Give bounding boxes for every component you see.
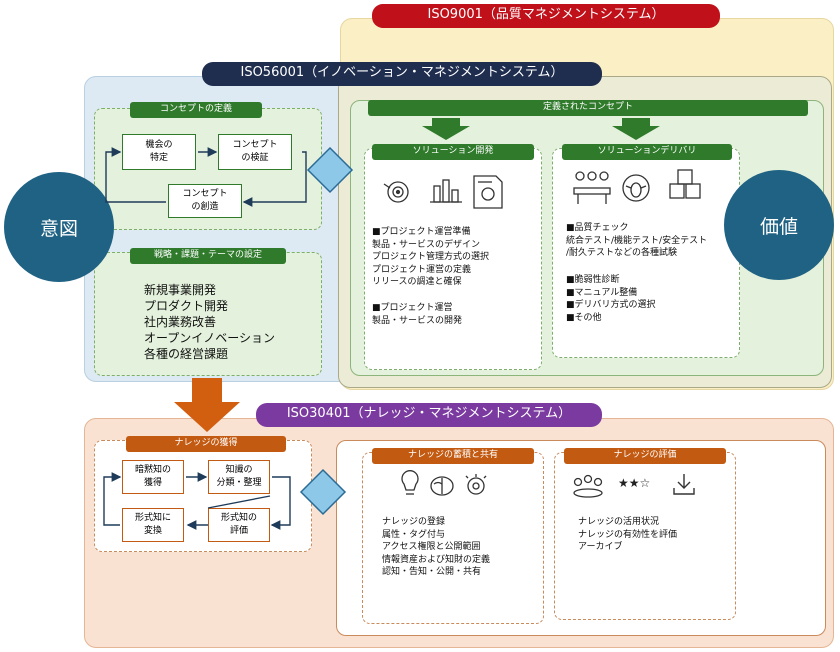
solution-delivery-text-1: ■品質チェック 統合テスト/機能テスト/安全テスト /耐久テストなどの各種試験 <box>566 223 708 258</box>
chart-icon <box>430 179 462 203</box>
gear-target-icon <box>383 181 409 203</box>
team-icon <box>573 171 611 204</box>
solution-development-title: ソリューション開発 <box>372 144 534 160</box>
iso30401-header: ISO30401（ナレッジ・マネジメントシステム） <box>256 403 602 427</box>
solution-delivery-title: ソリューションデリバリ <box>562 144 732 160</box>
knowledge-cycle-arrows <box>103 472 291 530</box>
knowledge-evaluation-text: ナレッジの活用状況 ナレッジの有効性を評価 アーカイブ <box>578 517 678 552</box>
knowledge-sharing-title: ナレッジの蓄積と共有 <box>372 448 534 464</box>
solution-delivery-text-2: ■脆弱性診断 ■マニュアル整備 ■デリバリ方式の選択 ■その他 <box>566 275 656 323</box>
lightbulb-icon <box>401 470 419 495</box>
solution-development-text-2: ■プロジェクト運営 製品・サービスの開発 <box>372 303 463 326</box>
iso9001-header: ISO9001（品質マネジメントシステム） <box>372 4 720 28</box>
node-verify-concept: コンセプト の検証 <box>218 134 292 170</box>
concept-cycle-arrows <box>105 147 307 207</box>
solution-development-text-1: ■プロジェクト運営準備 製品・サービスのデザイン プロジェクト管理方式の選択 プ… <box>372 227 490 287</box>
bug-icon <box>622 174 650 202</box>
strategy-items: 新規事業開発 プロダクト開発 社内業務改善 オープンイノベーション 各種の経営課… <box>144 283 276 361</box>
node-classify-knowledge: 知識の 分類・整理 <box>208 460 270 494</box>
node-acquire-tacit: 暗黙知の 獲得 <box>122 460 184 494</box>
idea-gear-icon <box>465 474 487 495</box>
value-circle: 価値 <box>724 170 834 280</box>
knowledge-acquisition-title: ナレッジの獲得 <box>126 436 286 452</box>
orange-down-arrow <box>174 378 240 432</box>
diamond-bottom <box>299 468 347 516</box>
brain-icon <box>430 476 454 496</box>
concept-definition-title: コンセプトの定義 <box>130 102 262 118</box>
iso56001-header: ISO56001（イノベーション・マネジメントシステム） <box>202 62 602 86</box>
node-evaluate-explicit: 形式知の 評価 <box>208 508 270 542</box>
diamond-top <box>306 146 354 194</box>
defined-concept-title: 定義されたコンセプト <box>368 100 808 116</box>
knowledge-evaluation-title: ナレッジの評価 <box>564 448 726 464</box>
green-arrow-left <box>422 118 470 140</box>
knowledge-sharing-text: ナレッジの登録 属性・タグ付与 アクセス権限と公開範囲 情報資産および知財の定義… <box>382 517 491 577</box>
document-icon <box>473 175 503 209</box>
people-icon <box>573 474 603 498</box>
strategy-title: 戦略・課題・テーマの設定 <box>130 248 286 264</box>
knowledge-sharing-box <box>362 452 544 624</box>
green-arrow-right <box>612 118 660 140</box>
node-create-concept: コンセプト の創造 <box>168 184 242 218</box>
node-identify-opportunity: 機会の 特定 <box>122 134 196 170</box>
intent-circle: 意図 <box>4 172 114 282</box>
node-convert-explicit: 形式知に 変換 <box>122 508 184 542</box>
download-icon <box>673 474 695 495</box>
boxes-icon <box>669 169 701 199</box>
solution-development-box <box>364 148 542 370</box>
rating-stars: ★★☆ <box>618 476 651 490</box>
